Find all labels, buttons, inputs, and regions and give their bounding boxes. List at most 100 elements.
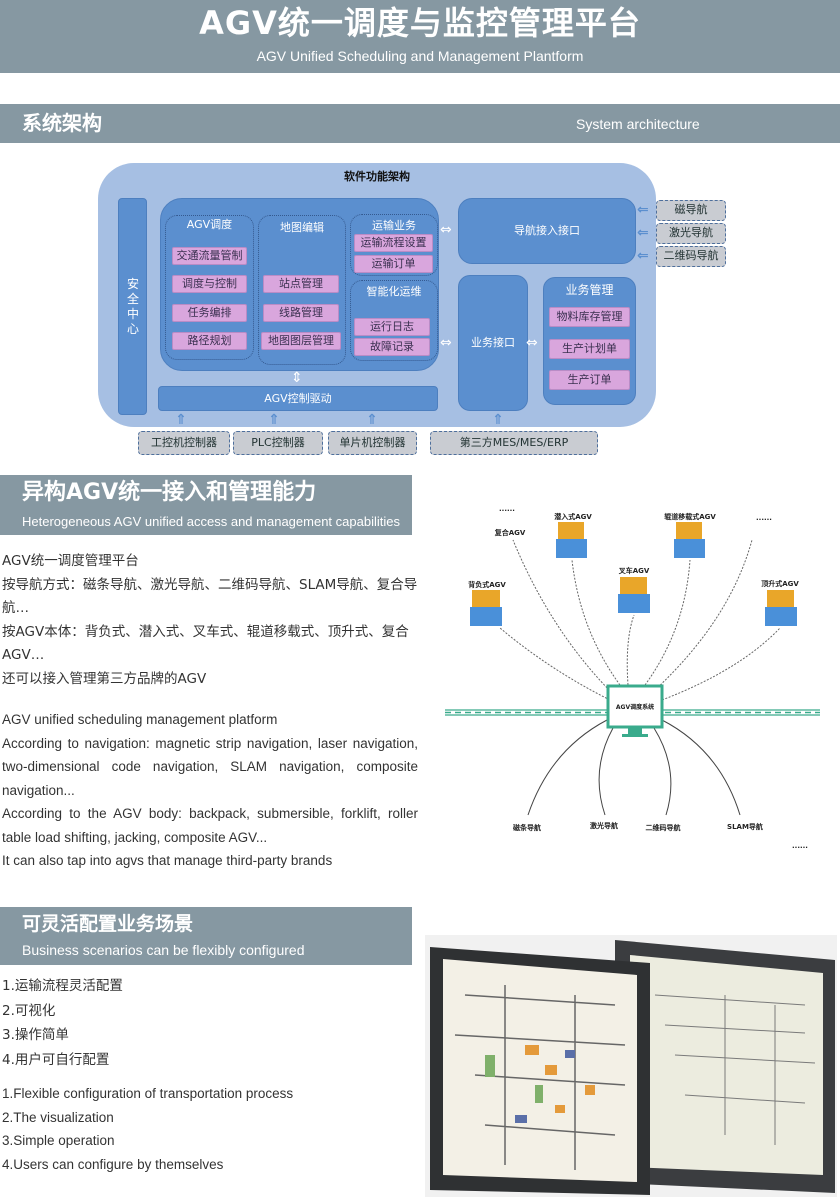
controller-box: PLC控制器: [233, 431, 323, 455]
link-line: [527, 719, 608, 816]
link-line: [644, 559, 691, 686]
controller-box: 单片机控制器: [328, 431, 417, 455]
group-map-edit: [258, 215, 346, 365]
paragraph: According to the AGV body: backpack, sub…: [2, 806, 418, 845]
link-line: [653, 727, 672, 816]
arrow-left-icon: ⇐: [637, 225, 649, 241]
group-title: 地图编辑: [280, 221, 324, 234]
list-item: 2.The visualization: [2, 1109, 114, 1125]
module-item: 交通流量管制: [172, 247, 247, 265]
agv-label: 顶升式AGV: [761, 579, 799, 588]
double-arrow-icon: ⇔: [526, 335, 538, 351]
list-item: 2.可视化: [2, 1002, 56, 1019]
group-agv-dispatch: [165, 215, 254, 360]
connection-lines: [499, 539, 781, 701]
center-label: AGV调度系统: [616, 703, 654, 711]
module-item: 线路管理: [263, 304, 339, 322]
link-line: [661, 627, 781, 701]
module-item: 地图图层管理: [261, 332, 341, 350]
section2-chinese-text: AGV统一调度管理平台 按导航方式：磁条导航、激光导航、二维码导航、SLAM导航…: [2, 550, 418, 691]
list-item: 1.运输流程灵活配置: [2, 978, 123, 994]
agv-label: 辊道移载式AGV: [664, 512, 716, 521]
paragraph: AGV unified scheduling management platfo…: [2, 712, 278, 727]
section-subtitle: Heterogeneous AGV unified access and man…: [22, 514, 400, 529]
nav-lines: [527, 719, 741, 816]
arrow-up-icon: ⇑: [492, 412, 504, 428]
double-arrow-vertical-icon: ⇕: [291, 370, 303, 386]
paragraph: It can also tap into agvs that manage th…: [2, 853, 333, 868]
double-arrow-icon: ⇔: [440, 335, 452, 351]
module-item: 运输流程设置: [354, 234, 433, 252]
module-item: 调度与控制: [172, 275, 247, 293]
nav-type-box: 二维码导航: [656, 246, 726, 267]
nav-type-box: 激光导航: [656, 223, 726, 244]
section3-english-list: 1.Flexible configuration of transportati…: [2, 1082, 418, 1176]
paragraph: 按AGV本体：背负式、潜入式、叉车式、辊道移载式、顶升式、复合AGV…: [2, 623, 409, 664]
group-ops: [350, 280, 438, 361]
monitor-front: [430, 947, 650, 1195]
agv-label: 复合AGV: [494, 528, 526, 537]
double-arrow-icon: ⇔: [440, 222, 452, 238]
group-transport: [350, 214, 438, 276]
agv-label: 潜入式AGV: [554, 512, 592, 521]
section-title: 异构AGV统一接入和管理能力: [22, 480, 317, 505]
agv-icon: [618, 577, 650, 613]
agv-icon: [674, 522, 705, 558]
controller-box: 第三方MES/MES/ERP: [430, 431, 598, 455]
section-header-heterogeneous: 异构AGV统一接入和管理能力 Heterogeneous AGV unified…: [0, 475, 412, 535]
section-header-scenarios: 可灵活配置业务场景 Business scenarios can be flex…: [0, 907, 412, 965]
section3-chinese-list: 1.运输流程灵活配置 2.可视化 3.操作简单 4.用户可自行配置: [2, 974, 418, 1072]
list-item: 4.Users can configure by themselves: [2, 1156, 224, 1172]
agv-control-driver: AGV控制驱动: [158, 386, 438, 411]
module-item: 运行日志: [354, 318, 430, 336]
monitor-back: [615, 940, 835, 1193]
paragraph: 还可以接入管理第三方品牌的AGV: [2, 670, 207, 687]
page-title: AGV统一调度与监控管理平台: [199, 4, 641, 42]
arch-title: 软件功能架构: [344, 170, 410, 183]
link-line: [512, 539, 613, 694]
arrow-up-icon: ⇑: [175, 412, 187, 428]
module-item: 任务编排: [172, 304, 247, 322]
security-center-label: 安全中心: [126, 277, 139, 336]
more-indicator: ......: [499, 505, 515, 513]
group-title: AGV调度: [186, 218, 233, 231]
arrow-left-icon: ⇐: [637, 202, 649, 218]
business-interface: 业务接口: [458, 275, 528, 411]
section-title: 可灵活配置业务场景: [22, 913, 194, 935]
link-line: [571, 559, 621, 686]
navigation-interface: 导航接入接口: [458, 198, 636, 264]
paragraph: 按导航方式：磁条导航、激光导航、二维码导航、SLAM导航、复合导航…: [2, 576, 418, 617]
nav-label: 二维码导航: [646, 823, 681, 832]
agv-icon: [470, 590, 502, 626]
nav-label: SLAM导航: [727, 822, 763, 831]
software-screenshots-illustration: [425, 935, 837, 1197]
group-title: 运输业务: [372, 219, 416, 232]
agv-label: 叉车AGV: [618, 566, 650, 575]
monitor-icon: [606, 684, 664, 737]
agv-access-diagram: AGV调度系统 背负式AGV 潜入式AGV 叉车AGV 辊道移载式AGV 顶升式…: [445, 505, 820, 850]
module-item: 路径规划: [172, 332, 247, 350]
section-title: 系统架构: [22, 111, 102, 135]
module-item: 故障记录: [354, 338, 430, 356]
group-title: 智能化运维: [366, 285, 422, 298]
link-line: [626, 614, 635, 686]
nav-label: 磁条导航: [513, 823, 541, 832]
page-subtitle: AGV Unified Scheduling and Management Pl…: [256, 48, 584, 64]
more-indicator: ......: [756, 514, 772, 522]
arrow-up-icon: ⇑: [366, 412, 378, 428]
module-item: 物料库存管理: [549, 307, 630, 327]
list-item: 3.Simple operation: [2, 1133, 115, 1148]
nav-type-box: 磁导航: [656, 200, 726, 221]
module-item: 运输订单: [354, 255, 433, 273]
page-header: AGV统一调度与监控管理平台 AGV Unified Scheduling an…: [0, 0, 840, 73]
security-center: 安全中心: [118, 198, 147, 415]
section2-english-text: AGV unified scheduling management platfo…: [2, 708, 418, 873]
more-indicator: ......: [792, 842, 808, 850]
arrow-left-icon: ⇐: [637, 248, 649, 264]
paragraph: AGV统一调度管理平台: [2, 553, 139, 569]
module-item: 站点管理: [263, 275, 339, 293]
group-title: 业务管理: [565, 283, 614, 297]
link-line: [654, 539, 753, 691]
arrow-up-icon: ⇑: [268, 412, 280, 428]
section-subtitle: System architecture: [576, 116, 700, 132]
